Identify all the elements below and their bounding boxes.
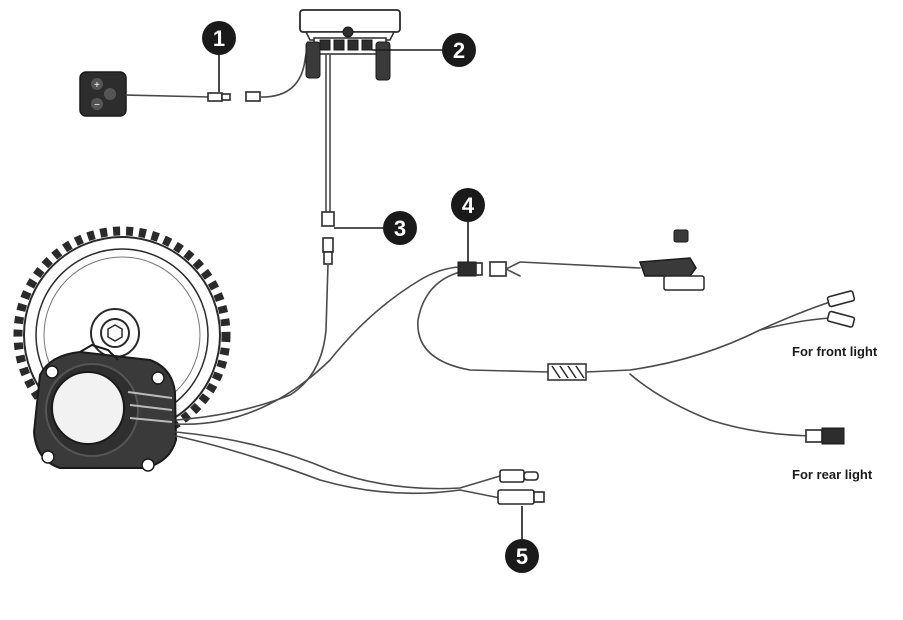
rear-light-connector (805, 427, 845, 445)
display-cable-to-motor (175, 263, 329, 421)
accessory-cable-b (175, 435, 501, 499)
callout-badge-4: 4 (451, 188, 485, 222)
harness-connector (457, 261, 507, 277)
front-light-cable-b (759, 317, 831, 331)
display-unit (299, 9, 401, 81)
harness-branch-cable (417, 271, 549, 373)
callout-badge-5: 5 (505, 539, 539, 573)
svg-text:−: − (94, 100, 100, 111)
front-light-cable (585, 301, 831, 373)
callout-badge-1: 1 (202, 21, 236, 55)
svg-text:1: 1 (213, 26, 225, 51)
front-light-connector (826, 290, 856, 328)
callout-badge-3: 3 (383, 211, 417, 245)
callout-badge-2: 2 (442, 33, 476, 67)
crank-spindle (90, 308, 140, 358)
speed-sensor-cable-b (505, 268, 521, 277)
accessory-cable (175, 431, 501, 490)
speed-sensor-cable (505, 261, 641, 270)
remote-cable (125, 94, 211, 98)
handlebar-remote: + − (79, 71, 127, 117)
cable-splice (547, 363, 587, 381)
harness-main-cable (175, 266, 461, 426)
motor-unit (32, 343, 178, 472)
remote-to-display-cable (259, 41, 309, 98)
remote-connector (207, 91, 261, 102)
display-cable (325, 53, 331, 213)
speed-sensor (638, 229, 705, 291)
rear-light-cable (629, 373, 821, 437)
svg-text:2: 2 (453, 38, 465, 63)
svg-text:3: 3 (394, 216, 406, 241)
rear-light-label: For rear light (792, 467, 873, 482)
accessory-connector (497, 469, 545, 505)
svg-text:5: 5 (516, 544, 528, 569)
svg-text:+: + (94, 80, 100, 91)
display-cable-connector (321, 211, 335, 265)
front-light-label: For front light (792, 344, 878, 359)
svg-text:4: 4 (462, 193, 475, 218)
